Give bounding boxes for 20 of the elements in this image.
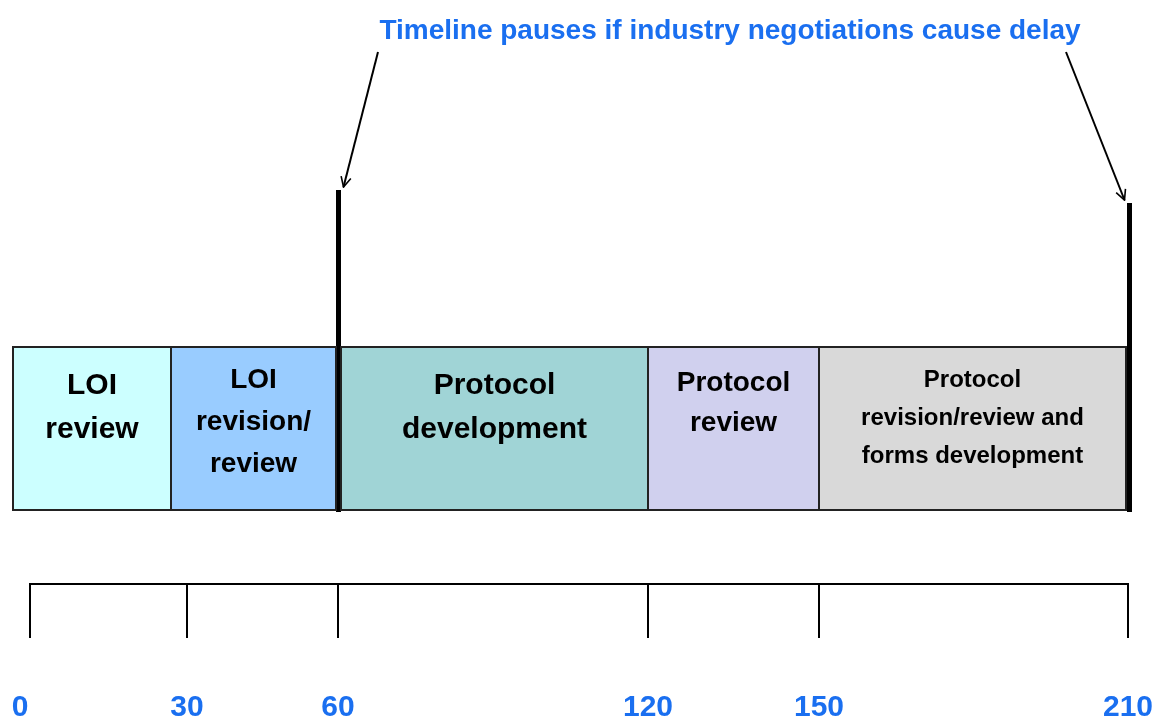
phase-box: [170, 346, 337, 511]
arrow: [340, 51, 379, 188]
phase-label: Protocol revision/review and forms development: [860, 364, 1085, 470]
day-tick-label: 120: [622, 688, 674, 724]
phase-box: [12, 346, 172, 511]
day-tick-label: 210: [1102, 688, 1154, 724]
day-tick-label: 60: [321, 688, 355, 724]
phase-label: Protocol development: [400, 366, 588, 446]
annotation-heading: Timeline pauses if industry negotiations cause delay: [338, 8, 1122, 52]
phase-label: LOI revision/ review: [194, 362, 313, 480]
pause-marker-bar: [1127, 203, 1132, 512]
day-tick-label: 150: [793, 688, 845, 724]
arrow: [1065, 51, 1127, 201]
phase-label: LOI review: [44, 366, 140, 446]
day-tick-label: 30: [170, 688, 204, 724]
day-tick-label: 0: [11, 688, 29, 724]
phase-box: [340, 346, 649, 511]
phase-label: Protocol review: [675, 365, 792, 439]
phase-box: [818, 346, 1127, 511]
phase-box: [647, 346, 820, 511]
